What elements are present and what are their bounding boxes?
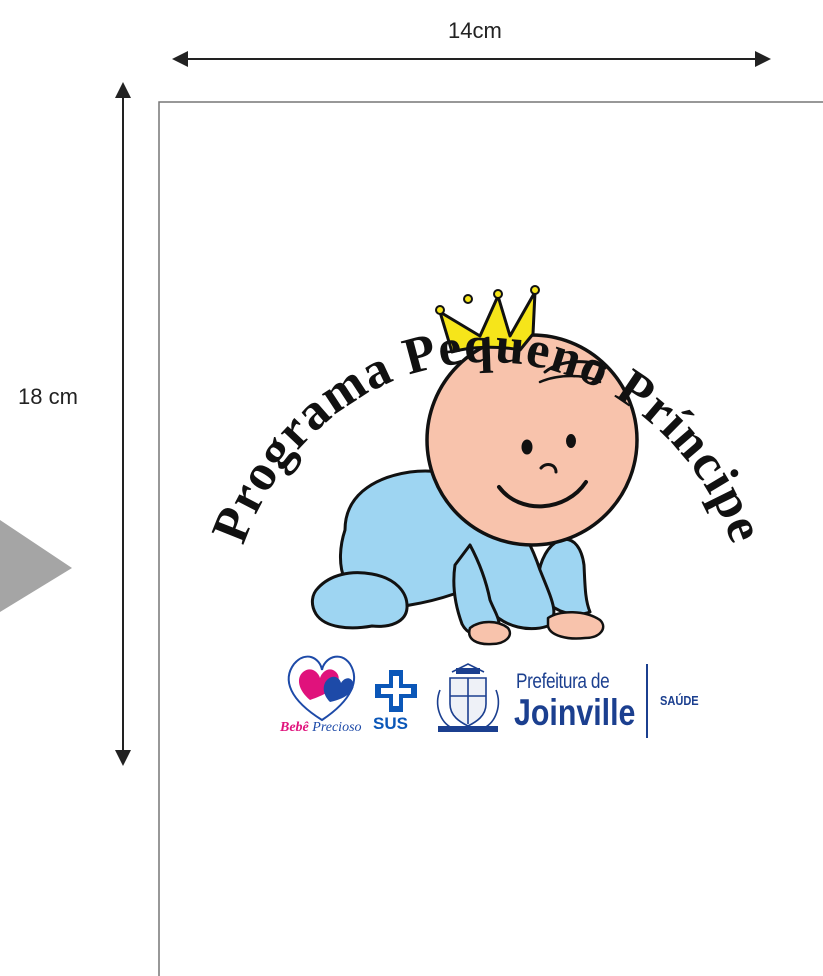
side-arrow-triangle <box>0 520 72 612</box>
baby-illustration <box>310 285 639 646</box>
width-dimension-label: 14cm <box>448 18 502 43</box>
bebe-precioso-logo-text: Bebê Precioso <box>280 720 362 736</box>
bebe-word: Bebê <box>280 720 309 735</box>
sticker-border <box>158 101 823 976</box>
bebe-precioso-heart-icon <box>287 655 355 722</box>
prefeitura-line2: Joinville <box>514 692 636 733</box>
prefeitura-line1: Prefeitura de <box>516 670 610 693</box>
height-dimension-arrow <box>115 82 131 766</box>
sus-logo-text: SUS <box>373 714 408 733</box>
width-dimension-arrow <box>172 51 771 67</box>
sus-cross-icon <box>375 670 417 712</box>
saude-label: SAÚDE <box>660 693 699 708</box>
height-dimension-label: 18 cm <box>18 384 78 409</box>
joinville-coat-of-arms-icon <box>436 663 500 732</box>
precioso-word: Precioso <box>312 720 362 735</box>
